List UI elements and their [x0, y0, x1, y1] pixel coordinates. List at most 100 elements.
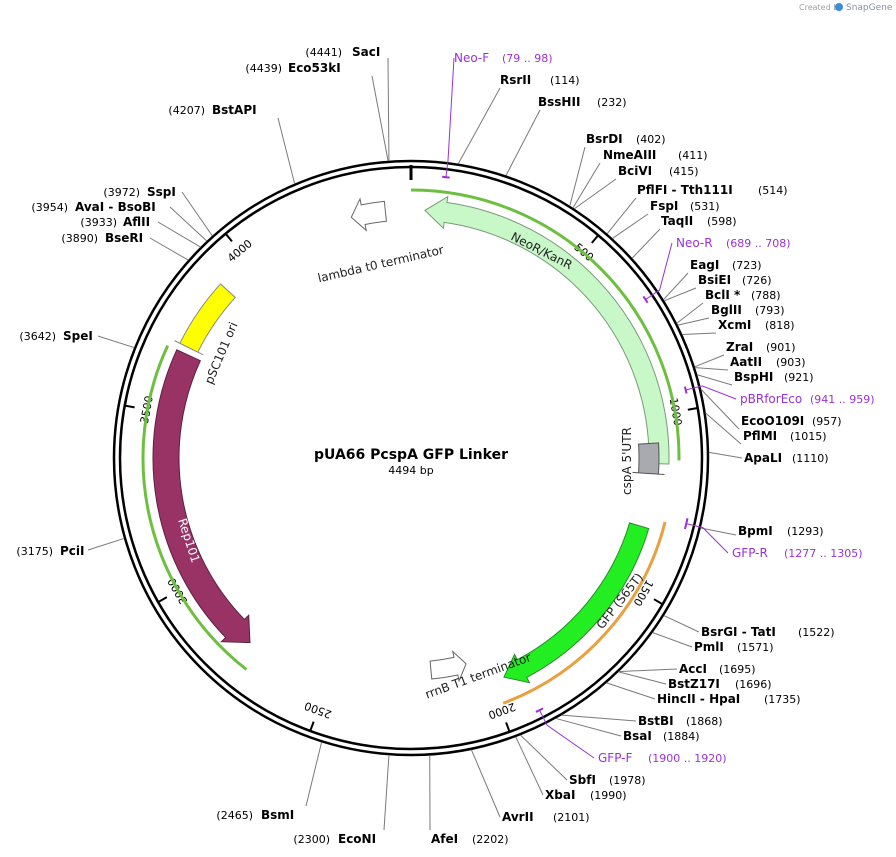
neor-orf-arrow	[410, 188, 681, 461]
ruler-tick-label: 2000	[487, 700, 518, 722]
primer-mark	[535, 707, 544, 713]
site-leader	[682, 332, 717, 336]
site-bsrdi[interactable]: BsrDI	[586, 132, 623, 146]
primer-neo-r[interactable]: Neo-R	[676, 236, 713, 250]
backbone-outer	[112, 159, 710, 757]
site-pflfi-tth111i[interactable]: PflFI - Tth111I	[637, 183, 733, 197]
site-pos: (3890)	[61, 232, 98, 245]
lambda-t0-feature[interactable]	[350, 197, 387, 232]
site-pos: (726)	[742, 274, 772, 287]
site-pos: (232)	[597, 96, 627, 109]
site-bstz17i[interactable]: BstZ17I	[668, 677, 720, 691]
rrnb-t1-feature[interactable]	[429, 650, 467, 683]
cspa-label: cspA 5'UTR	[620, 427, 634, 495]
site-pos: (723)	[732, 259, 762, 272]
ruler-tick	[224, 233, 233, 243]
ruler-tick-label: 2500	[303, 699, 334, 721]
site-bsshii[interactable]: BssHII	[538, 95, 580, 109]
site-spei[interactable]: SpeI	[63, 329, 93, 343]
site-rsrii[interactable]: RsrII	[500, 73, 531, 87]
site-afei[interactable]: AfeI	[431, 832, 458, 846]
site-leader	[387, 57, 390, 161]
site-avai-bsobi[interactable]: AvaI - BsoBI	[75, 200, 156, 214]
site-eagi[interactable]: EagI	[690, 258, 719, 272]
site-pos: (3933)	[80, 216, 117, 229]
site-acci[interactable]: AccI	[679, 662, 707, 676]
site-pos: (957)	[812, 415, 842, 428]
site-avrii[interactable]: AvrII	[502, 810, 534, 824]
site-bstapi[interactable]: BstAPI	[212, 103, 257, 117]
primer-mark	[683, 386, 688, 394]
site-pos: (4441)	[305, 46, 342, 59]
site-xbai[interactable]: XbaI	[545, 788, 575, 802]
primer-mark	[642, 295, 649, 304]
site-nmeaiii[interactable]: NmeAIII	[603, 148, 656, 162]
site-bglii[interactable]: BglII	[711, 303, 742, 317]
site-sacI[interactable]: SacI	[352, 45, 380, 59]
ruler-tick	[653, 598, 664, 606]
site-bsai[interactable]: BsaI	[623, 729, 652, 743]
ruler-tick	[309, 721, 315, 732]
site-bsmi[interactable]: BsmI	[261, 808, 294, 822]
primer-gfp-f[interactable]: GFP-F	[598, 751, 633, 765]
site-pos: (1571)	[737, 641, 774, 654]
psc101-ori-feature[interactable]	[174, 283, 237, 356]
site-eco53ki[interactable]: Eco53kI	[288, 61, 341, 75]
primer-pos: (79 .. 98)	[502, 52, 553, 65]
site-xcmi[interactable]: XcmI	[718, 318, 751, 332]
site-ecoo109i[interactable]: EcoO109I	[741, 414, 804, 428]
primer-neo-f[interactable]: Neo-F	[454, 51, 489, 65]
site-bsrgi-tati[interactable]: BsrGI - TatI	[701, 625, 776, 639]
site-pmli[interactable]: PmlI	[694, 640, 724, 654]
cspa-utr-feature[interactable]	[632, 442, 665, 475]
site-apali[interactable]: ApaLI	[744, 451, 782, 465]
site-sbfi[interactable]: SbfI	[569, 773, 596, 787]
site-pos: (793)	[755, 304, 785, 317]
site-leaders	[87, 57, 743, 831]
site-hincii-hpai[interactable]: HincII - HpaI	[657, 692, 740, 706]
site-bseri[interactable]: BseRI	[105, 231, 143, 245]
lambda-label: lambda t0 terminator	[316, 243, 445, 286]
site-aflii[interactable]: AflII	[123, 215, 150, 229]
site-bsiei[interactable]: BsiEI	[698, 273, 731, 287]
site-pos: (4439)	[245, 62, 282, 75]
primer-labels: Neo-F (79 .. 98) Neo-R (689 .. 708) pBRf…	[454, 51, 875, 765]
site-pos: (1735)	[764, 693, 801, 706]
site-bcli[interactable]: BclI *	[705, 288, 741, 302]
primer-leader	[445, 57, 455, 178]
site-pos: (4207)	[168, 104, 205, 117]
site-leader	[555, 717, 622, 737]
site-aatii[interactable]: AatII	[730, 355, 762, 369]
site-pos: (2465)	[216, 809, 253, 822]
primer-gfp-r[interactable]: GFP-R	[732, 546, 768, 560]
site-labels: (4441) SacI (4439) Eco53kI (4207) BstAPI…	[16, 45, 841, 846]
site-pos: (415)	[669, 165, 699, 178]
site-bsphi[interactable]: BspHI	[734, 370, 773, 384]
neor-kanr-feature[interactable]	[424, 195, 670, 465]
primer-pbrforeco[interactable]: pBRforEco	[740, 392, 802, 406]
site-pos: (1522)	[798, 626, 835, 639]
gfp-s65t-feature[interactable]	[503, 522, 650, 684]
primer-pos: (1900 .. 1920)	[648, 752, 727, 765]
site-bpmi[interactable]: BpmI	[738, 524, 773, 538]
site-pflmi[interactable]: PflMI	[743, 429, 777, 443]
site-pos: (1884)	[663, 730, 700, 743]
primer-mark	[442, 175, 450, 179]
site-leader	[470, 749, 501, 818]
site-zrai[interactable]: ZraI	[726, 340, 753, 354]
snapgene-logo-icon	[835, 3, 843, 11]
site-bstbi[interactable]: BstBI	[638, 714, 674, 728]
primer-leader	[686, 523, 729, 554]
site-pos: (2300)	[293, 833, 330, 846]
rep101-feature[interactable]	[152, 349, 251, 644]
site-taqii[interactable]: TaqII	[661, 214, 693, 228]
site-econi[interactable]: EcoNI	[338, 832, 376, 846]
site-pcii[interactable]: PciI	[60, 544, 85, 558]
site-sspi[interactable]: SspI	[147, 185, 176, 199]
site-pos: (1110)	[792, 452, 829, 465]
site-pos: (921)	[784, 371, 814, 384]
site-pos: (598)	[707, 215, 737, 228]
site-fspi[interactable]: FspI	[650, 199, 678, 213]
site-bcivi[interactable]: BciVI	[618, 164, 652, 178]
site-pos: (1293)	[787, 525, 824, 538]
